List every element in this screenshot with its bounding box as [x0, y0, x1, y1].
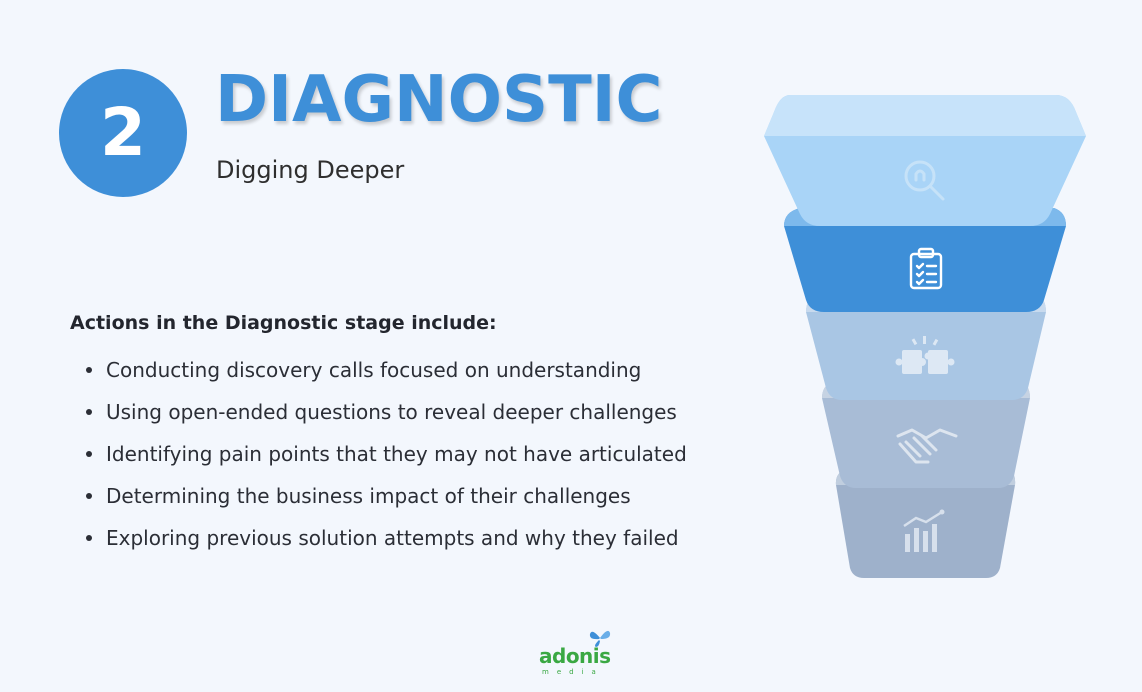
actions-list: Conducting discovery calls focused on un… [80, 356, 687, 566]
bullet-icon [86, 451, 92, 457]
list-item: Exploring previous solution attempts and… [80, 524, 687, 566]
bar-chart-icon [903, 509, 945, 552]
list-item-text: Using open-ended questions to reveal dee… [106, 400, 677, 424]
stage-title: DIAGNOSTIC [215, 63, 663, 137]
logo-wordmark: adonis [539, 644, 611, 668]
logo-subtext: media [542, 668, 604, 676]
funnel-layer-1 [764, 95, 1086, 226]
bullet-icon [86, 409, 92, 415]
lightbulb-search-icon [904, 160, 945, 201]
funnel-diagram [764, 95, 1086, 578]
stage-number-badge: 2 [59, 69, 187, 197]
bullet-icon [86, 535, 92, 541]
butterfly-icon [589, 630, 611, 647]
handshake-icon [896, 428, 958, 464]
list-item-text: Determining the business impact of their… [106, 484, 631, 508]
bullet-icon [86, 367, 92, 373]
puzzle-icon [895, 336, 955, 374]
list-item-text: Conducting discovery calls focused on un… [106, 358, 642, 382]
adonis-media-logo: adonis media [536, 628, 616, 680]
list-item-text: Exploring previous solution attempts and… [106, 526, 679, 550]
list-item-text: Identifying pain points that they may no… [106, 442, 687, 466]
list-item: Using open-ended questions to reveal dee… [80, 398, 687, 440]
stage-subtitle: Digging Deeper [216, 156, 405, 184]
clipboard-checklist-icon [909, 247, 943, 290]
list-item: Conducting discovery calls focused on un… [80, 356, 687, 398]
list-item: Determining the business impact of their… [80, 482, 687, 524]
stage-number: 2 [100, 94, 146, 171]
list-item: Identifying pain points that they may no… [80, 440, 687, 482]
actions-heading: Actions in the Diagnostic stage include: [70, 312, 497, 334]
bullet-icon [86, 493, 92, 499]
